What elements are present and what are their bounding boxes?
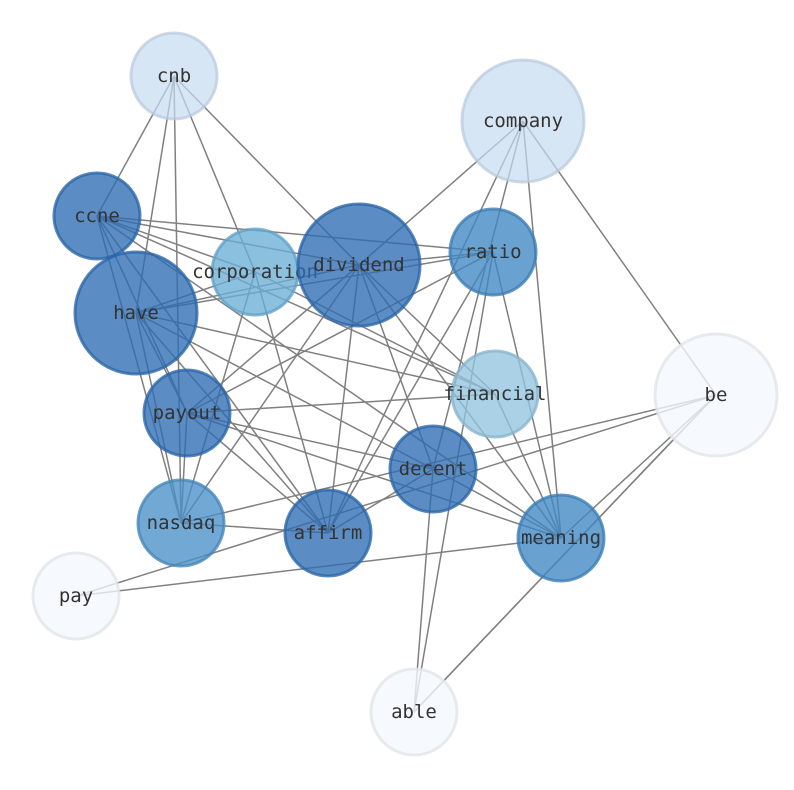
node-circle-ccne [52,171,142,261]
node-pay: pay [31,551,121,641]
node-label-have: have [113,302,159,324]
edge-ccne-ratio [96,215,494,253]
node-ratio: ratio [448,207,538,297]
node-circle-cnb [129,31,219,121]
node-dividend: dividend [296,202,422,328]
node-circle-be [653,332,779,458]
node-circle-nasdaq [136,478,226,568]
edge-ratio-affirm [327,251,494,534]
edge-company-affirm [327,120,524,534]
node-cnb: cnb [129,31,219,121]
node-circle-ratio [448,207,538,297]
node-label-meaning: meaning [521,527,601,549]
node-payout: payout [142,368,232,458]
node-label-financial: financial [444,383,547,405]
node-circle-dividend [296,202,422,328]
node-circle-able [369,667,459,757]
node-label-payout: payout [153,402,222,424]
node-able: able [369,667,459,757]
node-decent: decent [388,424,478,514]
node-meaning: meaning [516,493,606,583]
node-label-cnb: cnb [157,65,191,87]
node-corporation: corporation [192,227,318,317]
node-have: have [73,250,199,376]
node-label-dividend: dividend [313,254,405,276]
node-circle-company [460,58,586,184]
edge-ratio-payout [186,251,494,414]
node-circle-payout [142,368,232,458]
node-ccne: ccne [52,171,142,261]
node-be: be [653,332,779,458]
node-circle-financial [450,349,540,439]
node-label-able: able [391,701,437,723]
edge-corporation-affirm [254,271,329,534]
node-label-nasdaq: nasdaq [147,512,216,534]
node-company: company [460,58,586,184]
edge-ccne-financial [96,215,496,395]
node-label-ratio: ratio [464,241,521,263]
node-label-corporation: corporation [192,261,318,283]
node-nasdaq: nasdaq [136,478,226,568]
node-label-company: company [483,110,563,132]
edge-company-meaning [522,120,562,539]
edge-payout-meaning [186,412,562,539]
node-circle-decent [388,424,478,514]
edge-corporation-financial [254,271,496,395]
node-circle-affirm [283,488,373,578]
node-label-be: be [705,384,728,406]
node-financial: financial [444,349,547,439]
node-circle-meaning [516,493,606,583]
node-label-ccne: ccne [74,205,120,227]
node-label-decent: decent [399,458,468,480]
node-label-affirm: affirm [294,522,363,544]
node-circle-have [73,250,199,376]
node-circle-pay [31,551,121,641]
edge-financial-payout [186,393,496,414]
node-label-pay: pay [59,585,93,607]
node-affirm: affirm [283,488,373,578]
